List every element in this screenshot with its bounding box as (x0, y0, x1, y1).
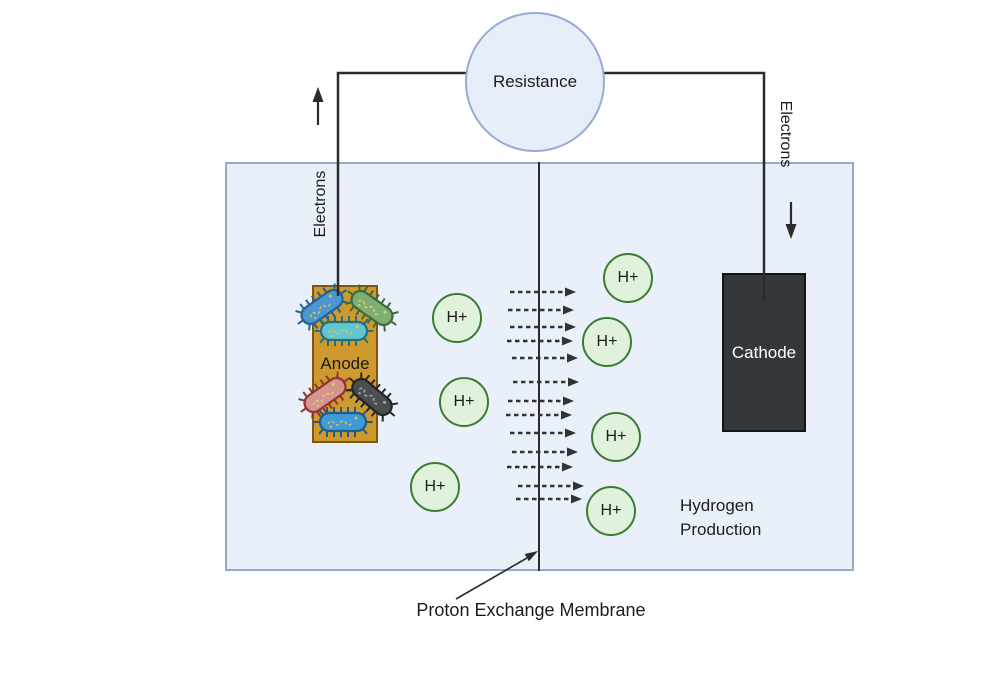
h-plus-ion: H+ (439, 377, 489, 427)
h-plus-ion: H+ (591, 412, 641, 462)
resistance-node: Resistance (465, 12, 605, 152)
h-plus-ion: H+ (603, 253, 653, 303)
electron-flow-up-arrow-icon (312, 87, 324, 125)
h-plus-ion: H+ (582, 317, 632, 367)
proton-exchange-membrane-label: Proton Exchange Membrane (416, 600, 646, 620)
anode-label: Anode (320, 354, 370, 373)
electrons-label-left: Electrons (312, 170, 329, 238)
hydrogen-production-label: Hydrogen Production (680, 496, 762, 539)
electrons-label-right: Electrons (777, 100, 794, 168)
blue-bacterium-2-icon (313, 407, 373, 437)
teal-bacterium-icon (314, 316, 374, 346)
blue-bacterium-icon (295, 283, 349, 331)
h-plus-ion: H+ (586, 486, 636, 536)
cathode-electrode: Cathode (722, 273, 806, 432)
h-plus-ion: H+ (432, 293, 482, 343)
resistance-label: Resistance (492, 72, 578, 91)
proton-exchange-membrane-line (538, 162, 540, 571)
gray-bacterium-icon (345, 372, 399, 422)
h-plus-ion: H+ (410, 462, 460, 512)
cathode-label: Cathode (731, 342, 797, 362)
